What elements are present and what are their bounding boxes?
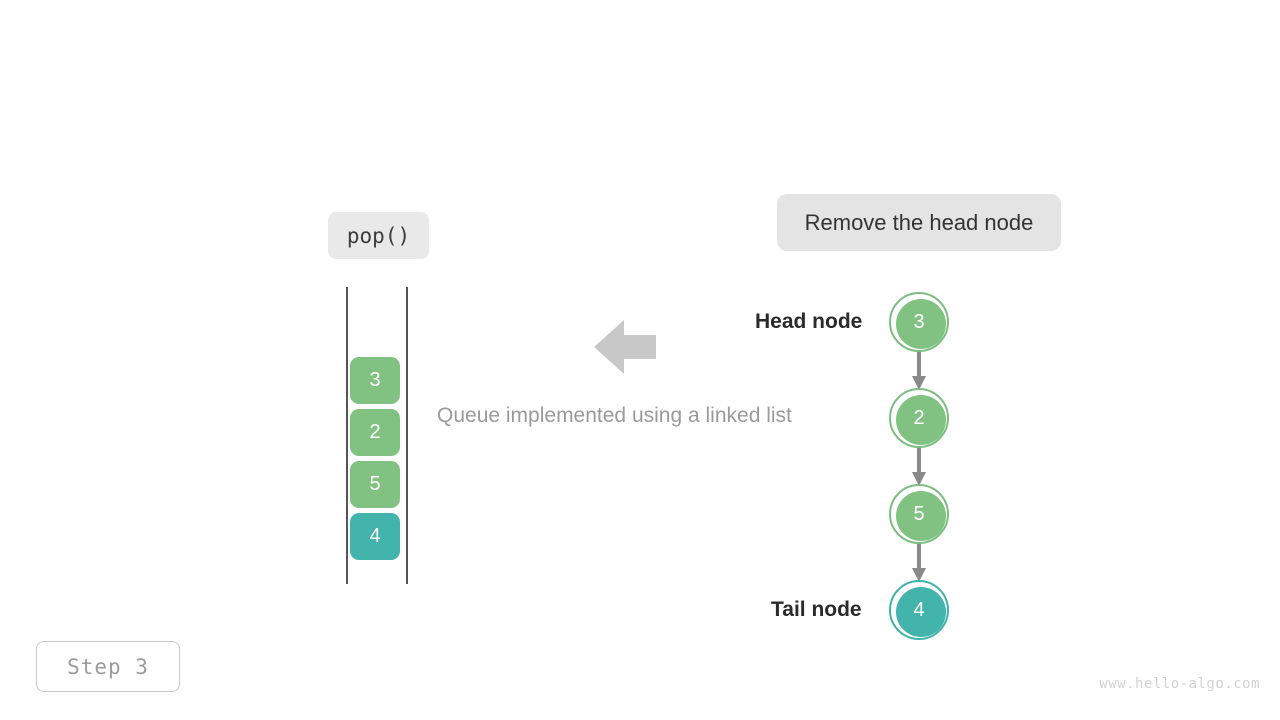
caption-text: Queue implemented using a linked list [437, 404, 792, 427]
node-disc [896, 395, 946, 445]
queue-rail-left [346, 287, 348, 584]
node-value: 4 [913, 598, 925, 621]
head-node-label: Head node [755, 310, 863, 333]
node-value: 5 [913, 502, 925, 525]
operation-badge: pop() [328, 212, 429, 259]
node-disc [896, 491, 946, 541]
queue-container [346, 287, 408, 584]
queue-cell: 5 [350, 461, 400, 508]
queue-cell-value: 4 [369, 525, 381, 547]
link-arrow-icon [912, 448, 926, 486]
linked-list-node: 3 [889, 292, 949, 352]
step-badge: Step 3 [36, 641, 180, 692]
linked-list-node: 5 [889, 484, 949, 544]
queue-cell-value: 3 [369, 369, 381, 391]
description-badge: Remove the head node [777, 194, 1061, 251]
queue-cell-value: 2 [369, 421, 381, 443]
linked-list-container: 3 2 5 4 [860, 285, 990, 645]
queue-cell: 4 [350, 513, 400, 560]
queue-rail-right [406, 287, 408, 584]
node-disc [896, 299, 946, 349]
queue-cell-value: 5 [369, 473, 381, 495]
linked-list-node: 4 [889, 580, 949, 640]
node-disc [896, 587, 946, 637]
link-arrow-icon [912, 544, 926, 582]
node-value: 3 [913, 310, 925, 333]
queue-cell: 2 [350, 409, 400, 456]
link-arrow-icon [912, 352, 926, 390]
linked-list-node: 2 [889, 388, 949, 448]
left-arrow-icon [594, 318, 656, 376]
queue-cell: 3 [350, 357, 400, 404]
watermark: www.hello-algo.com [1099, 676, 1260, 692]
tail-node-label: Tail node [771, 598, 862, 621]
queue-cell-list: 3 2 5 4 [350, 357, 402, 565]
node-value: 2 [913, 406, 925, 429]
